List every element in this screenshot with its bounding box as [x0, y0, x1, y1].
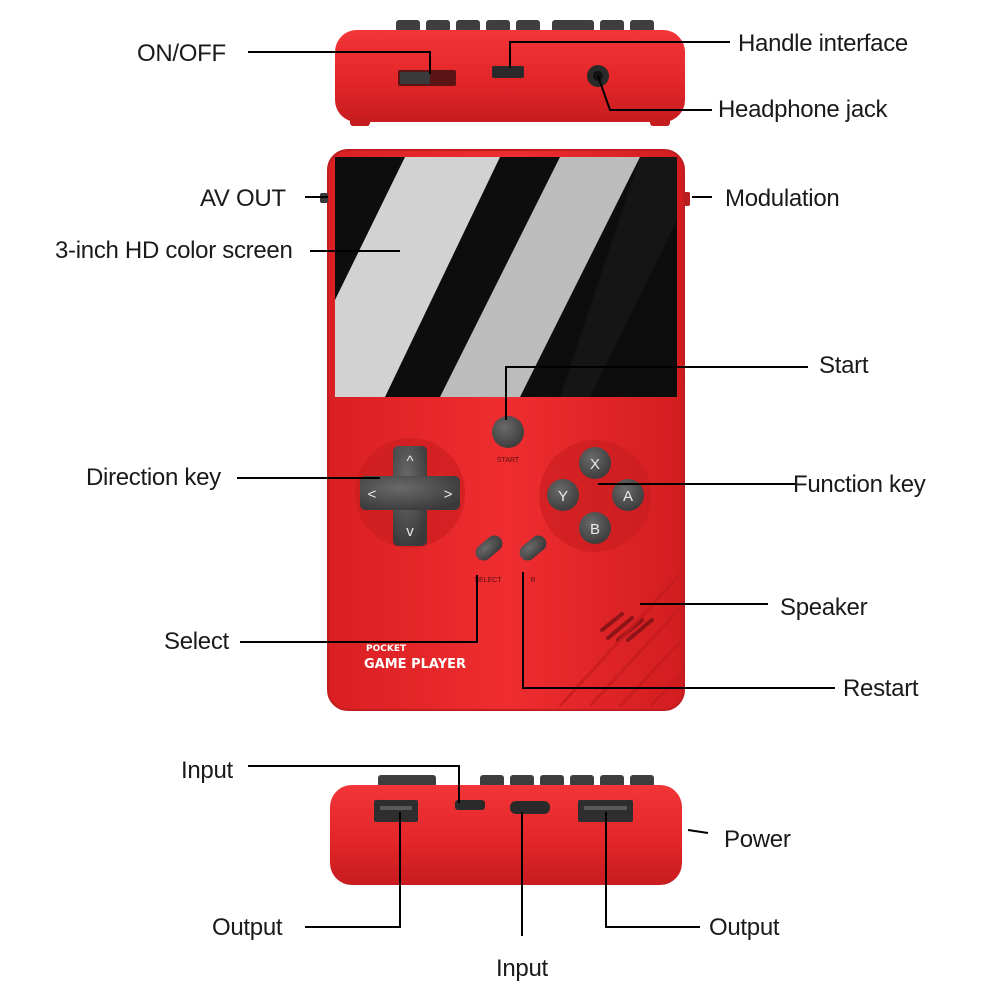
restart-text: R [530, 577, 535, 584]
bottom-view [330, 775, 682, 885]
label-input-bottom: Input [496, 955, 548, 982]
output-usb-left [374, 800, 418, 822]
bottom-buttons-row [378, 775, 654, 787]
direction-pad: ^ v < > [360, 446, 460, 546]
dpad-up-icon: ^ [406, 453, 413, 470]
button-y-label: Y [558, 488, 568, 505]
start-button-shape [492, 416, 524, 448]
label-screen: 3-inch HD color screen [55, 237, 293, 264]
brand-line2: GAME PLAYER [364, 657, 466, 672]
input-typec-port [510, 801, 550, 814]
label-av-out: AV OUT [200, 185, 286, 212]
button-b-label: B [590, 521, 600, 538]
output-usb-right [578, 800, 633, 822]
label-direction-key: Direction key [86, 464, 221, 491]
function-keys: X Y A B [547, 447, 644, 544]
callout-lines [237, 41, 835, 936]
label-output-right: Output [709, 914, 780, 941]
front-view: START ^ v < > X Y A B SELECT R [320, 149, 690, 711]
label-input-top: Input [181, 757, 233, 784]
start-text: START [497, 457, 520, 464]
top-buttons-row [396, 20, 654, 32]
input-micro-port [455, 800, 485, 810]
restart-button-shape [519, 535, 547, 561]
button-x-label: X [590, 456, 600, 473]
button-a-label: A [623, 488, 633, 505]
dpad-left-icon: < [368, 486, 377, 503]
label-select: Select [164, 628, 229, 655]
modulation-wheel [684, 192, 690, 206]
label-restart: Restart [843, 675, 919, 702]
label-headphone-jack: Headphone jack [718, 96, 888, 123]
label-output-left: Output [212, 914, 283, 941]
label-power: Power [724, 826, 791, 853]
dpad-right-icon: > [444, 486, 453, 503]
select-button-shape [475, 535, 503, 561]
label-on-off: ON/OFF [137, 40, 226, 67]
dpad-down-icon: v [406, 523, 414, 540]
handle-interface-port [492, 66, 524, 78]
brand-line1: POCKET [366, 644, 407, 654]
label-function-key: Function key [793, 471, 926, 498]
label-modulation: Modulation [725, 185, 840, 212]
label-speaker: Speaker [780, 594, 868, 621]
select-text: SELECT [474, 577, 502, 584]
label-handle-interface: Handle interface [738, 30, 908, 57]
label-start: Start [819, 352, 869, 379]
